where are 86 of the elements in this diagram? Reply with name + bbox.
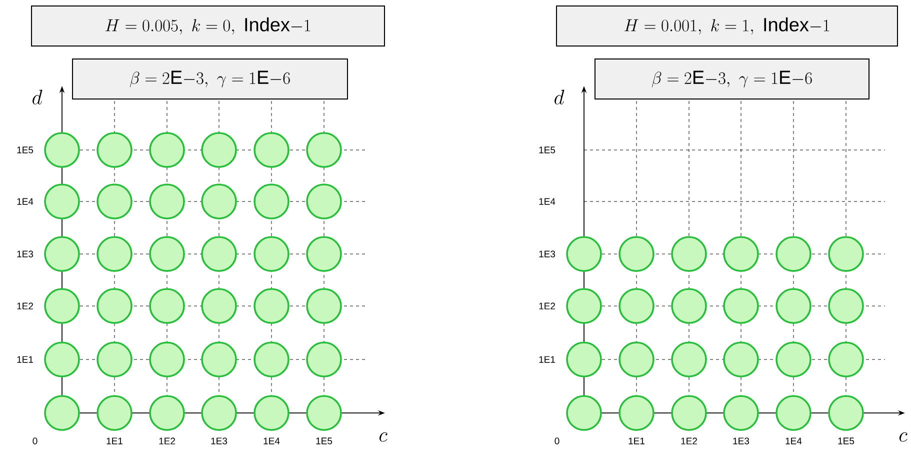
tick-label: 0 xyxy=(554,438,560,444)
tick-label: 1E2 xyxy=(17,302,33,310)
tick-label: 1E3 xyxy=(733,438,750,444)
circle-marker xyxy=(149,184,185,220)
circle-marker xyxy=(149,395,185,431)
circle-marker xyxy=(96,342,132,378)
circle-marker xyxy=(828,236,864,272)
title-box: $H=0.005,\ k=0,\ \mathrm{Index}{-}1$ xyxy=(31,6,385,46)
circle-marker xyxy=(201,342,237,378)
circle-marker xyxy=(306,342,342,378)
tick-label: 0 xyxy=(32,438,38,444)
circle-marker xyxy=(566,395,602,431)
circle-marker xyxy=(723,342,759,378)
circle-marker xyxy=(149,236,185,272)
circle-marker xyxy=(201,395,237,431)
circle-marker xyxy=(723,395,759,431)
tick-label: 1E2 xyxy=(681,438,697,444)
circle-marker xyxy=(254,236,290,272)
tick-label: 1E3 xyxy=(17,250,34,258)
circle-marker xyxy=(306,184,342,220)
circle-marker xyxy=(566,236,602,272)
parameter-box: $\beta=2\mathrm{E}{-}3,\ \gamma=1\mathrm{E}{-}6$ xyxy=(594,58,870,100)
axis-label: $c$ xyxy=(379,432,388,442)
circle-marker xyxy=(776,395,812,431)
axis-label: $d$ xyxy=(554,90,564,104)
tick-label: 1E4 xyxy=(264,438,280,444)
circle-marker xyxy=(96,184,132,220)
circle-marker xyxy=(149,132,185,168)
circle-marker xyxy=(671,395,707,431)
circle-marker xyxy=(201,132,237,168)
tick-label: 1E5 xyxy=(539,146,556,154)
circle-marker xyxy=(44,236,80,272)
circle-marker xyxy=(306,236,342,272)
axis-label: $c$ xyxy=(899,432,908,442)
circle-marker xyxy=(96,288,132,324)
circle-marker xyxy=(618,288,654,324)
circle-marker xyxy=(671,288,707,324)
circle-marker xyxy=(96,236,132,272)
circle-marker xyxy=(149,288,185,324)
tick-label: 1E3 xyxy=(539,250,556,258)
tick-label: 1E2 xyxy=(539,302,555,310)
circle-marker xyxy=(828,395,864,431)
circle-marker xyxy=(44,184,80,220)
tick-label: 1E1 xyxy=(17,356,33,363)
circle-marker xyxy=(149,342,185,378)
tick-label: 1E4 xyxy=(17,198,34,205)
circle-marker xyxy=(201,184,237,220)
tick-label: 1E4 xyxy=(539,198,556,205)
circle-marker xyxy=(44,342,80,378)
circle-marker xyxy=(776,288,812,324)
circle-marker xyxy=(828,288,864,324)
tick-label: 1E5 xyxy=(17,146,34,154)
tick-label: 1E3 xyxy=(211,438,228,444)
circle-marker xyxy=(828,342,864,378)
circle-marker xyxy=(306,132,342,168)
circle-marker xyxy=(254,132,290,168)
circle-marker xyxy=(44,132,80,168)
circle-marker xyxy=(96,132,132,168)
circle-marker xyxy=(618,395,654,431)
circle-marker xyxy=(254,342,290,378)
tick-label: 1E4 xyxy=(786,438,802,444)
tick-label: 1E1 xyxy=(539,356,555,363)
circle-marker xyxy=(618,236,654,272)
circle-marker xyxy=(254,184,290,220)
circle-marker xyxy=(618,342,654,378)
circle-marker xyxy=(306,288,342,324)
tick-label: 1E2 xyxy=(159,438,175,444)
circle-marker xyxy=(566,288,602,324)
circle-marker xyxy=(723,288,759,324)
circle-marker xyxy=(201,288,237,324)
circle-marker xyxy=(44,288,80,324)
circle-marker xyxy=(776,236,812,272)
circle-marker xyxy=(671,236,707,272)
circle-marker xyxy=(254,395,290,431)
parameter-box: $\beta=2\mathrm{E}{-}3,\ \gamma=1\mathrm{E}{-}6$ xyxy=(72,58,348,100)
circle-marker xyxy=(671,342,707,378)
axis-label: $d$ xyxy=(32,90,42,104)
circle-marker xyxy=(44,395,80,431)
circle-marker xyxy=(96,395,132,431)
circle-marker xyxy=(776,342,812,378)
circle-marker xyxy=(254,288,290,324)
circle-marker xyxy=(723,236,759,272)
circle-marker xyxy=(566,342,602,378)
circle-marker xyxy=(201,236,237,272)
circle-marker xyxy=(306,395,342,431)
title-box: $H=0.001,\ k=1,\ \mathrm{Index}{-}1$ xyxy=(556,6,898,46)
